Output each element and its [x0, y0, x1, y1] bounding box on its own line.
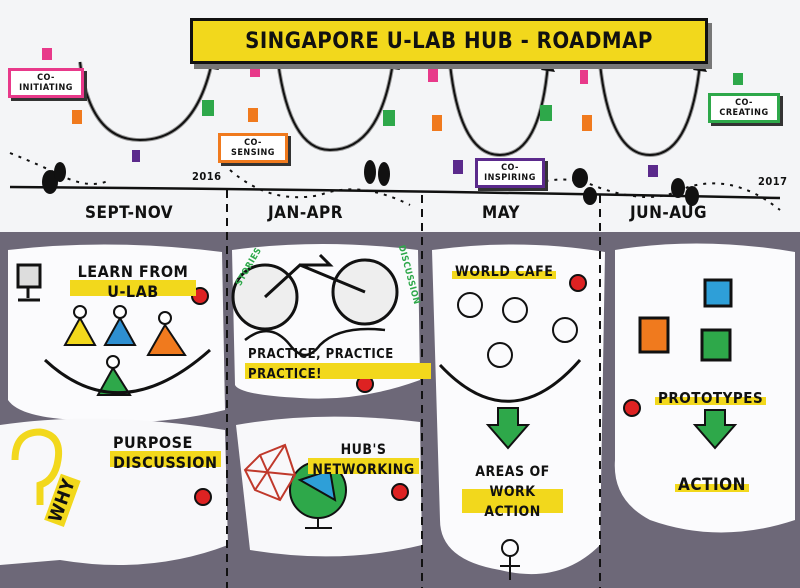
practice-label: PRACTICE, PRACTICE PRACTICE!: [245, 345, 431, 385]
down-arrow-icon: [692, 409, 738, 450]
people-icon: [43, 305, 211, 396]
computer-icon: [16, 263, 42, 302]
sticky-notes: [42, 48, 743, 177]
blob-jun: [614, 243, 795, 533]
world-cafe-label: WORLD CAFE: [452, 262, 557, 282]
action-label: ACTION: [675, 475, 749, 495]
learn-from-u-lab-label: LEARN FROM U-LAB: [70, 262, 196, 302]
footprints-icon: [42, 160, 699, 206]
prototypes-label: PROTOTYPES: [655, 388, 767, 408]
month-sept-nov: SEPT-NOV: [85, 203, 174, 223]
column-dividers: [226, 190, 601, 588]
phase-co-creating: CO-CREATING: [708, 93, 780, 123]
year-start: 2016: [192, 170, 222, 183]
areas-of-work-label: AREAS OF WORK ACTION: [462, 462, 563, 522]
bicycle-icon: [231, 253, 399, 357]
person-icon: [500, 539, 520, 580]
year-end: 2017: [758, 175, 788, 188]
phase-co-sensing: CO-SENSING: [218, 133, 288, 163]
dotted-path: [9, 152, 781, 211]
hubs-networking-label: HUB'S NETWORKING: [308, 440, 419, 480]
world-cafe-people-icon: [438, 292, 582, 403]
question-mark-icon: [11, 428, 63, 505]
month-jun-aug: JUN-AUG: [630, 203, 708, 223]
month-may: MAY: [482, 203, 521, 223]
purpose-discussion-label: PURPOSE DISCUSSION: [110, 433, 221, 473]
network-icon: [243, 443, 297, 502]
prototype-cubes-icon: [638, 278, 733, 362]
month-jan-apr: JAN-APR: [268, 203, 343, 223]
timeline-line: [9, 185, 781, 200]
down-arrow-icon: [485, 407, 531, 450]
phase-co-inspiring: CO-INSPIRING: [475, 158, 545, 188]
page-title: SINGAPORE U-LAB HUB - ROADMAP: [190, 18, 708, 64]
phase-co-initiating: CO-INITIATING: [8, 68, 84, 98]
theory-u-arcs: [78, 61, 702, 158]
